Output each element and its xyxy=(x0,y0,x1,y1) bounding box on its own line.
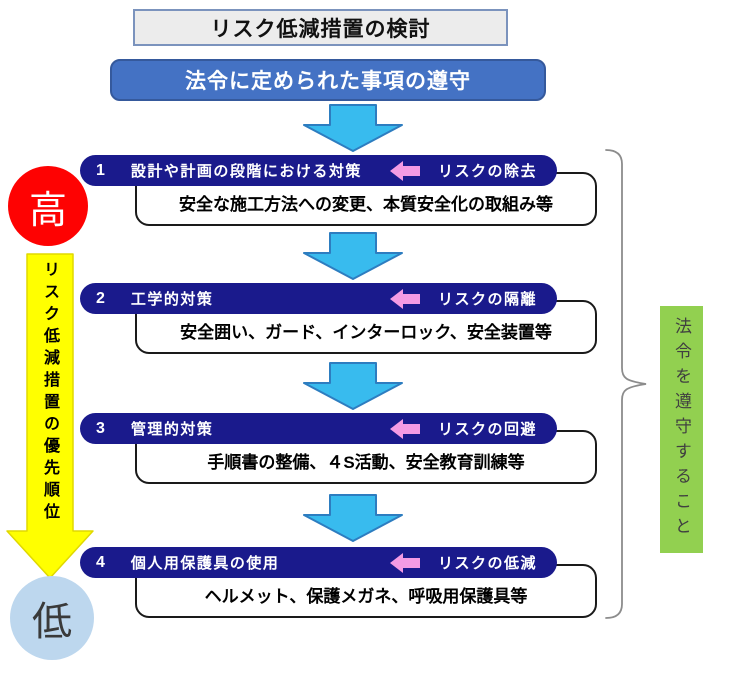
low-priority-badge: 低 xyxy=(10,576,94,660)
step-2-header: 2 工学的対策 リスクの隔離 xyxy=(80,283,557,314)
step-1-header: 1 設計や計画の段階における対策 リスクの除去 xyxy=(80,155,557,186)
left-arrow-icon xyxy=(389,288,420,309)
compliance-note: 法令を遵守すること xyxy=(660,306,703,553)
step-title: 工学的対策 xyxy=(130,291,214,308)
down-arrow-icon xyxy=(303,104,403,152)
left-arrow-icon xyxy=(389,552,420,573)
priority-down-arrow-icon xyxy=(6,253,94,579)
step-3-header: 3 管理的対策 リスクの回避 xyxy=(80,413,557,444)
down-arrow-icon xyxy=(303,362,403,410)
law-compliance-banner: 法令に定められた事項の遵守 xyxy=(110,59,546,101)
step-number: 4 xyxy=(96,553,105,571)
risk-label: リスクの隔離 xyxy=(437,291,537,308)
step-number: 1 xyxy=(96,161,105,179)
left-arrow-icon xyxy=(389,418,420,439)
step-title: 個人用保護具の使用 xyxy=(130,555,280,572)
risk-label: リスクの回避 xyxy=(437,421,537,438)
page-title: リスク低減措置の検討 xyxy=(133,9,508,46)
step-title: 設計や計画の段階における対策 xyxy=(130,163,362,180)
curly-brace-icon xyxy=(605,149,647,619)
priority-axis-label: リスク低減措置の優先順位 xyxy=(41,261,58,525)
step-number: 2 xyxy=(96,289,105,307)
risk-label: リスクの除去 xyxy=(437,163,537,180)
step-title: 管理的対策 xyxy=(130,421,214,438)
high-priority-badge: 高 xyxy=(8,166,88,246)
step-number: 3 xyxy=(96,419,105,437)
down-arrow-icon xyxy=(303,232,403,280)
left-arrow-icon xyxy=(389,160,420,181)
down-arrow-icon xyxy=(303,494,403,542)
step-4-header: 4 個人用保護具の使用 リスクの低減 xyxy=(80,547,557,578)
risk-label: リスクの低減 xyxy=(437,555,537,572)
